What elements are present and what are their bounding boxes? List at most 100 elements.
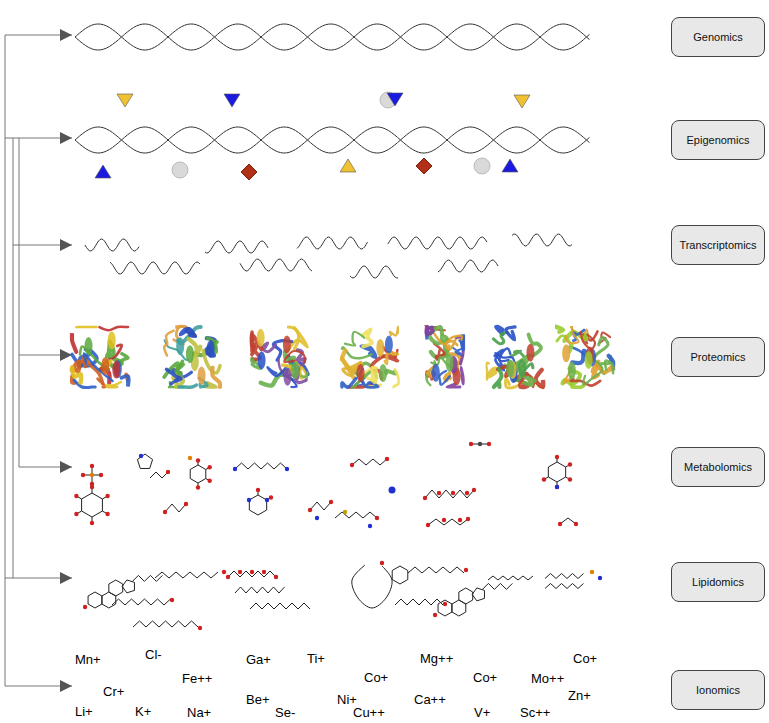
diamond-mark (241, 164, 257, 180)
atom-dot (99, 473, 103, 477)
atom-dot (350, 463, 354, 467)
protein-helix (198, 366, 206, 384)
protein-structure (557, 327, 613, 387)
bond-line (392, 566, 408, 584)
protein-helix (207, 340, 215, 358)
ion-label: Co+ (473, 670, 497, 686)
protein-ribbon (186, 328, 196, 336)
omics-label: Epigenomics (687, 134, 750, 146)
atom-dot (269, 495, 273, 499)
helix-strand (75, 127, 590, 153)
bond-line (335, 512, 377, 518)
protein-ribbon (390, 327, 398, 336)
bond-line (395, 599, 443, 605)
protein-ribbon (99, 327, 128, 330)
protein-helix (101, 357, 109, 375)
triangle-mark (387, 93, 403, 106)
ion-label: Be+ (246, 692, 270, 708)
helix-strand (75, 127, 590, 153)
protein-structure (342, 327, 399, 387)
ammonium-ion (389, 487, 396, 494)
triangle-mark (502, 159, 518, 172)
protein-helix (283, 335, 291, 353)
bond-line (548, 462, 565, 482)
triangle-mark (514, 95, 530, 108)
rna-strand (512, 234, 572, 246)
phospholipid-molecule (545, 570, 602, 589)
dna-helix (75, 127, 590, 153)
atom-dot (207, 465, 211, 469)
atom-dot (81, 473, 85, 477)
protein-structure (487, 327, 544, 388)
protein-helix (186, 345, 194, 363)
ion-label: Fe++ (182, 671, 212, 687)
bond-line (352, 565, 392, 608)
atom-dot (464, 568, 468, 572)
protein-ribbon (212, 368, 220, 387)
fatty-chain (488, 576, 533, 580)
bond-line (545, 584, 584, 589)
sugar-phosphate-molecule (188, 456, 212, 490)
bond-line (352, 459, 387, 465)
aminosugar-molecule (542, 455, 572, 489)
omics-label: Metabolomics (684, 461, 752, 473)
atom-dot (487, 442, 491, 446)
bond-line (137, 454, 152, 468)
protein-helix (357, 364, 365, 382)
atom-dot (598, 576, 602, 580)
protein-helix (432, 364, 440, 382)
bond-line (482, 583, 512, 589)
atom-dot (90, 473, 94, 477)
atom-dot (329, 500, 333, 504)
inositol-molecule (74, 485, 110, 525)
bond-line (109, 580, 123, 596)
protein-ribbon (394, 369, 399, 387)
protein-structure (164, 326, 220, 387)
atom-dot (139, 454, 143, 458)
atom-dot (170, 598, 174, 602)
methyl-mark (172, 162, 188, 178)
alanine-molecule (308, 500, 333, 520)
atom-dot (568, 462, 572, 466)
atom-dot (458, 518, 462, 522)
fatty-chain (112, 598, 174, 605)
atom-dot (574, 522, 578, 526)
omics-label: Lipidomics (692, 576, 744, 588)
bond-line (112, 599, 171, 605)
atom-dot (105, 512, 109, 516)
steroid-molecule (433, 583, 513, 617)
atom-dot (83, 605, 87, 609)
atom-dot (90, 521, 94, 525)
protein-helix (568, 362, 576, 380)
protein-helix (446, 354, 454, 372)
atom-dot (74, 512, 78, 516)
bond-line (122, 580, 134, 593)
atom-dot (74, 494, 78, 498)
protein-helix (562, 344, 570, 362)
triangle-mark (340, 159, 356, 172)
atom-dot (343, 510, 347, 514)
omics-box: Metabolomics (671, 447, 765, 487)
ion-label: Sc++ (520, 705, 550, 721)
bond-line (132, 575, 162, 581)
atom-dot (238, 570, 242, 574)
retinol-molecule (392, 566, 468, 584)
bond-line (133, 621, 198, 627)
tree-arrow (19, 355, 72, 356)
triangle-mark (224, 94, 240, 107)
atom-dot (437, 491, 441, 495)
omics-box: Epigenomics (671, 120, 765, 160)
rna-strand (240, 259, 312, 271)
pyruvate-molecule (163, 502, 188, 514)
atom-dot (433, 613, 437, 617)
atom-dot (442, 518, 446, 522)
ion-label: Li+ (75, 704, 93, 720)
ion-label: Ga+ (246, 652, 271, 668)
bond-line (425, 490, 474, 498)
atom-dot (542, 477, 546, 481)
fatty-chain (133, 621, 202, 630)
atom-dot (443, 602, 447, 606)
protein-ribbon (525, 377, 535, 385)
